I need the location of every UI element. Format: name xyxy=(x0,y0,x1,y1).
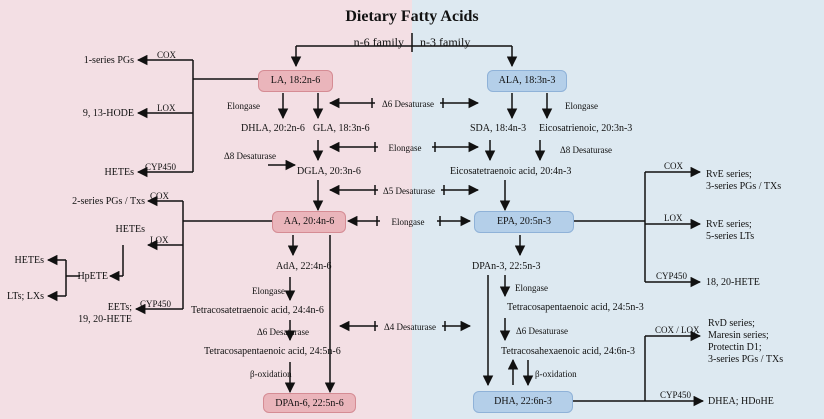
cox-epa-label: COX xyxy=(664,161,684,171)
tetracosapentaenoic-n6-label: Tetracosapentaenoic acid, 24:5n-6 xyxy=(204,346,341,357)
beta-oxidation-n6-label: β-oxidation xyxy=(250,369,292,379)
lox-aa-label: LOX xyxy=(150,235,169,245)
epa-box: EPA, 20:5n-3 xyxy=(474,211,574,233)
la-box: LA, 18:2n-6 xyxy=(258,70,333,92)
tetracosatetraenoic-label: Tetracosatetraenoic acid, 24:4n-6 xyxy=(191,305,324,316)
lox-la-label: LOX xyxy=(157,103,176,113)
diagram-title: Dietary Fatty Acids xyxy=(345,8,479,25)
cyp450-epa-label: CYP450 xyxy=(656,271,688,281)
dgla-label: DGLA, 20:3n-6 xyxy=(297,166,361,177)
hetes-lox-label: HETEs xyxy=(115,224,145,235)
rve-cox-line1: RvE series; xyxy=(706,169,752,180)
cox-lox-dha-label: COX / LOX xyxy=(655,325,700,335)
18-20-hete-label: 18, 20-HETE xyxy=(706,277,760,288)
hode-label: 9, 13-HODE xyxy=(82,108,134,119)
cyp450-la-label: CYP450 xyxy=(145,162,177,172)
n6-family-label: n-6 family xyxy=(353,35,404,49)
eicosatetraenoic-label: Eicosatetraenoic acid, 20:4n-3 xyxy=(450,166,572,177)
hetes-hpete-label: HETEs xyxy=(14,255,44,266)
eets-label: EETs; xyxy=(107,302,132,313)
beta-oxidation-n3-label: β-oxidation xyxy=(535,369,577,379)
3-series-pgs-dha-label: 3-series PGs / TXs xyxy=(708,354,784,365)
hetes-la-label: HETEs xyxy=(104,167,134,178)
elongase-ada-label: Elongase xyxy=(252,286,285,296)
1-series-pgs-label: 1-series PGs xyxy=(83,55,134,66)
d6-desaturase-n6-lower-label: Δ6 Desaturase xyxy=(257,327,310,337)
2-series-pgs-label: 2-series PGs / Txs xyxy=(72,196,145,207)
d8-desaturase-n6-label: Δ8 Desaturase xyxy=(224,151,277,161)
hpete-label: HpETE xyxy=(77,271,108,282)
dhla-label: DHLA, 20:2n-6 xyxy=(241,123,305,134)
cox-la-label: COX xyxy=(157,50,177,60)
n3-family-label: n-3 family xyxy=(420,35,471,49)
rve-lox-line2: 5-series LTs xyxy=(706,231,755,242)
dpan3-label: DPAn-3, 22:5n-3 xyxy=(472,261,541,272)
d4-desaturase-label: Δ4 Desaturase xyxy=(383,322,437,332)
elongase-mid-label: Elongase xyxy=(388,143,422,153)
elongase-la-label: Elongase xyxy=(227,101,260,111)
dha-box: DHA, 22:6n-3 xyxy=(473,391,573,413)
d6-desaturase-n3-lower-label: Δ6 Desaturase xyxy=(516,326,569,336)
d8-desaturase-n3-label: Δ8 Desaturase xyxy=(560,145,613,155)
lox-epa-label: LOX xyxy=(664,213,683,223)
dhea-hdohe-label: DHEA; HDoHE xyxy=(708,396,774,407)
d5-desaturase-label: Δ5 Desaturase xyxy=(382,186,436,196)
tetracosahexaenoic-label: Tetracosahexaenoic acid, 24:6n-3 xyxy=(501,346,635,357)
aa-box: AA, 20:4n-6 xyxy=(272,211,346,233)
elongase-ala-label: Elongase xyxy=(565,101,598,111)
eicosatrienoic-label: Eicosatrienoic, 20:3n-3 xyxy=(539,123,633,134)
rve-cox-line2: 3-series PGs / TXs xyxy=(706,181,782,192)
elongase-dpan3-label: Elongase xyxy=(515,283,548,293)
n6-background xyxy=(0,0,412,419)
cyp450-aa-label: CYP450 xyxy=(140,299,172,309)
sda-label: SDA, 18:4n-3 xyxy=(470,123,527,134)
ada-label: AdA, 22:4n-6 xyxy=(276,261,332,272)
lts-lxs-label: LTs; LXs xyxy=(7,291,44,302)
dpan6-box: DPAn-6, 22:5n-6 xyxy=(263,393,356,413)
cox-aa-label: COX xyxy=(150,191,170,201)
elongase-aa-epa-label: Elongase xyxy=(391,217,425,227)
d6-desaturase-label: Δ6 Desaturase xyxy=(381,99,435,109)
ala-box: ALA, 18:3n-3 xyxy=(487,70,567,92)
protectin-d1-label: Protectin D1; xyxy=(708,342,762,353)
rvd-series-label: RvD series; xyxy=(708,318,755,329)
gla-label: GLA, 18:3n-6 xyxy=(313,123,370,134)
n3-background xyxy=(412,0,824,419)
maresin-series-label: Maresin series; xyxy=(708,330,769,341)
tetracosapentaenoic-n3-label: Tetracosapentaenoic acid, 24:5n-3 xyxy=(507,302,644,313)
rve-lox-line1: RvE series; xyxy=(706,219,752,230)
19-20-hete-label: 19, 20-HETE xyxy=(78,314,132,325)
cyp450-dha-label: CYP450 xyxy=(660,390,692,400)
